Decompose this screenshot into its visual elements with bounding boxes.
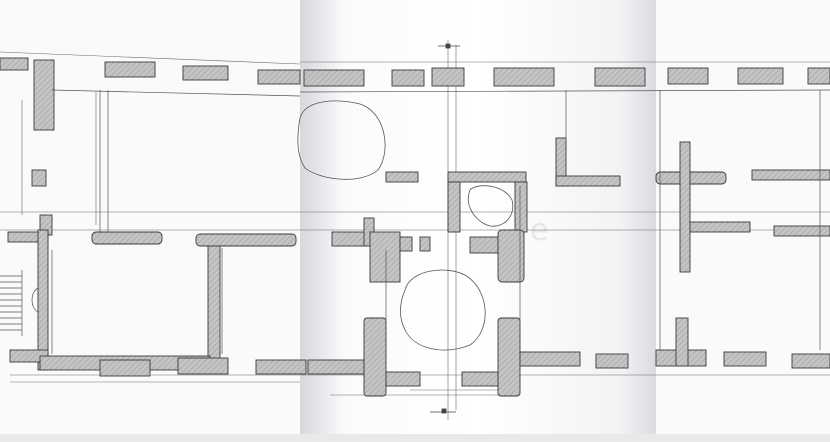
building-walls <box>0 57 830 397</box>
bottom-strip <box>0 434 830 442</box>
watermark-text: e <box>530 213 548 248</box>
garden-outlines <box>297 100 514 351</box>
section-marker <box>430 43 460 414</box>
staircase <box>0 270 39 336</box>
room-outlines <box>51 89 830 354</box>
